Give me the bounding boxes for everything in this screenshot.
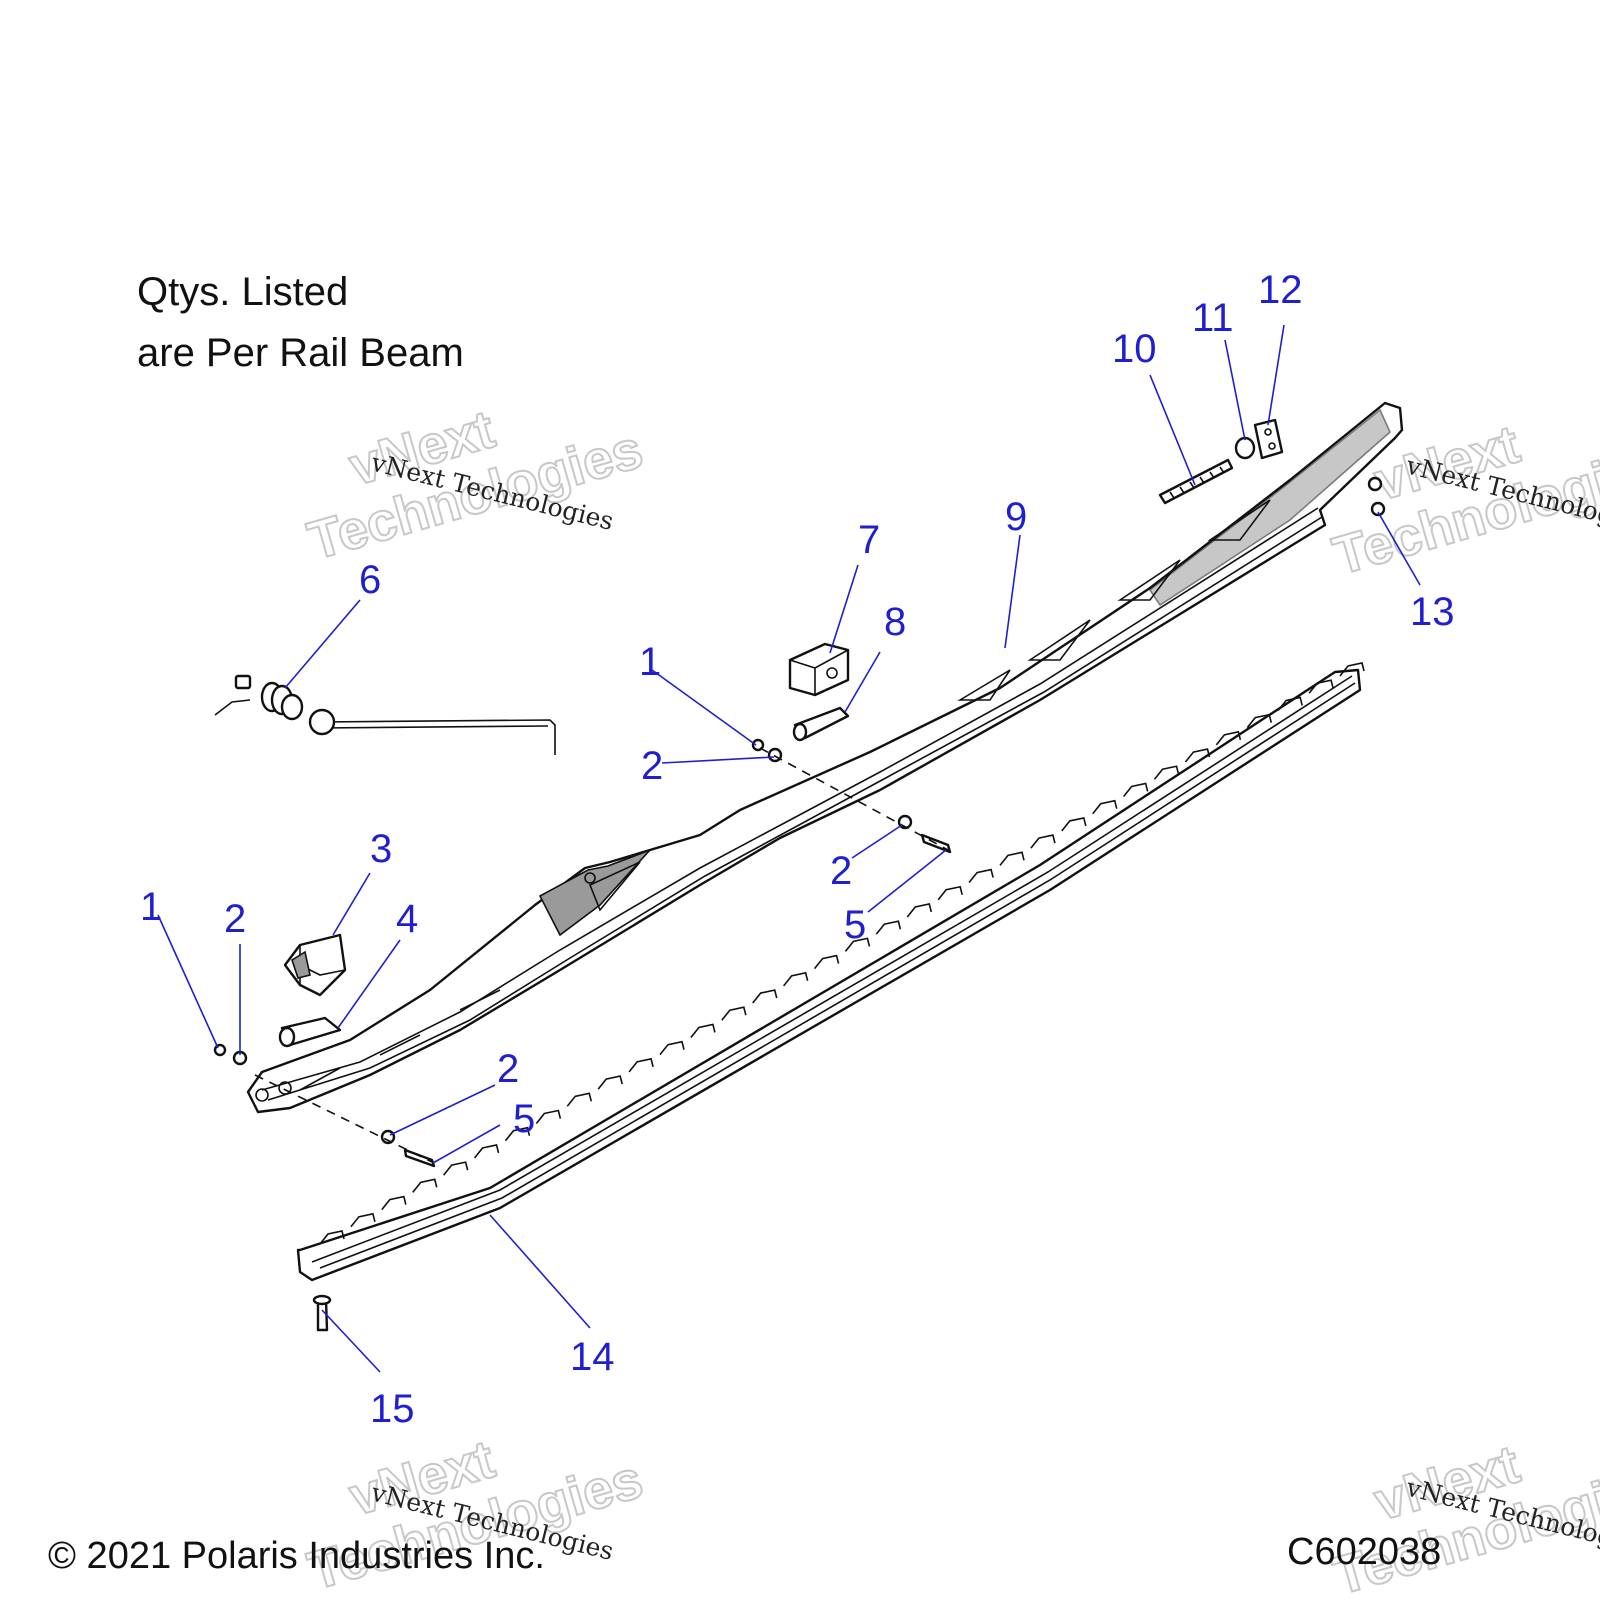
slide-tooth [350, 1212, 376, 1228]
callout-2-rear-lower: 2 [830, 849, 852, 893]
slide-tooth [1246, 713, 1273, 729]
slide-teeth [319, 662, 1365, 1245]
callout-8: 8 [884, 600, 906, 644]
slide-tooth [690, 1023, 716, 1038]
slide-tooth [1061, 816, 1087, 832]
alignment-line-front [254, 1074, 433, 1163]
slide-tooth [597, 1075, 623, 1090]
callout-15: 15 [370, 1387, 415, 1431]
callout-11: 11 [1192, 296, 1234, 340]
callout-9: 9 [1005, 495, 1027, 539]
slide-tooth [844, 937, 871, 952]
callout-6: 6 [359, 558, 381, 602]
callout-14: 14 [570, 1335, 615, 1379]
slide-rail-strip [296, 662, 1365, 1282]
callout-12: 12 [1258, 268, 1303, 312]
callout-7: 7 [858, 518, 880, 562]
slide-tooth [1277, 696, 1303, 711]
callout-labels: 1 2 3 4 2 5 6 7 8 1 2 2 5 9 10 11 12 13 … [140, 268, 1455, 1431]
callout-2-front-lower: 2 [497, 1047, 519, 1091]
spring-rod-assembly [214, 674, 556, 755]
pin-8 [792, 706, 850, 742]
slide-tooth [628, 1057, 654, 1073]
copyright-text: © 2021 Polaris Industries Inc. [48, 1535, 545, 1577]
slide-tooth [752, 989, 778, 1004]
slide-tooth [412, 1178, 438, 1193]
slide-tooth [535, 1109, 562, 1125]
callout-13: 13 [1410, 590, 1455, 634]
slide-tooth [1339, 662, 1365, 677]
slide-tooth [968, 868, 994, 884]
slide-tooth [1215, 730, 1242, 746]
callout-2-rear: 2 [641, 744, 663, 788]
slide-tooth [566, 1092, 593, 1107]
diagram-code: C602038 [1287, 1531, 1442, 1573]
block-3 [283, 933, 347, 997]
callout-5-rear: 5 [844, 903, 866, 947]
slide-tooth [381, 1195, 407, 1211]
slide-tooth [1184, 748, 1211, 763]
slide-tooth [1092, 799, 1118, 815]
slide-tooth [937, 885, 963, 901]
slide-tooth [1153, 765, 1180, 780]
leader-lines [157, 324, 1421, 1373]
slide-tooth [319, 1230, 345, 1245]
slide-tooth [504, 1126, 531, 1142]
callout-2-front: 2 [224, 897, 246, 941]
slide-tooth [721, 1006, 747, 1021]
slide-tooth [443, 1161, 469, 1176]
rail-beam [246, 401, 1404, 1114]
callout-10: 10 [1112, 327, 1157, 371]
slide-tooth [1030, 834, 1056, 849]
callout-1-rear: 1 [639, 640, 661, 684]
slide-tooth [473, 1143, 500, 1159]
alignment-line-rear [759, 747, 949, 851]
block-7 [788, 642, 850, 697]
slide-tooth [813, 954, 840, 970]
slide-tooth [1308, 679, 1334, 694]
callout-3: 3 [370, 827, 392, 871]
callout-1-front: 1 [140, 885, 162, 929]
slide-tooth [875, 920, 902, 935]
slide-tooth [659, 1040, 685, 1056]
note-line-2: are Per Rail Beam [137, 331, 464, 375]
slide-tooth [906, 903, 933, 918]
pin-4 [278, 1016, 342, 1048]
callout-4: 4 [396, 897, 418, 941]
hardware-group [213, 418, 1386, 1332]
note-line-1: Qtys. Listed [137, 270, 349, 314]
slide-tooth [1123, 782, 1149, 797]
callout-5-front: 5 [513, 1097, 535, 1141]
slide-tooth [783, 971, 809, 987]
slide-tooth [999, 851, 1025, 866]
